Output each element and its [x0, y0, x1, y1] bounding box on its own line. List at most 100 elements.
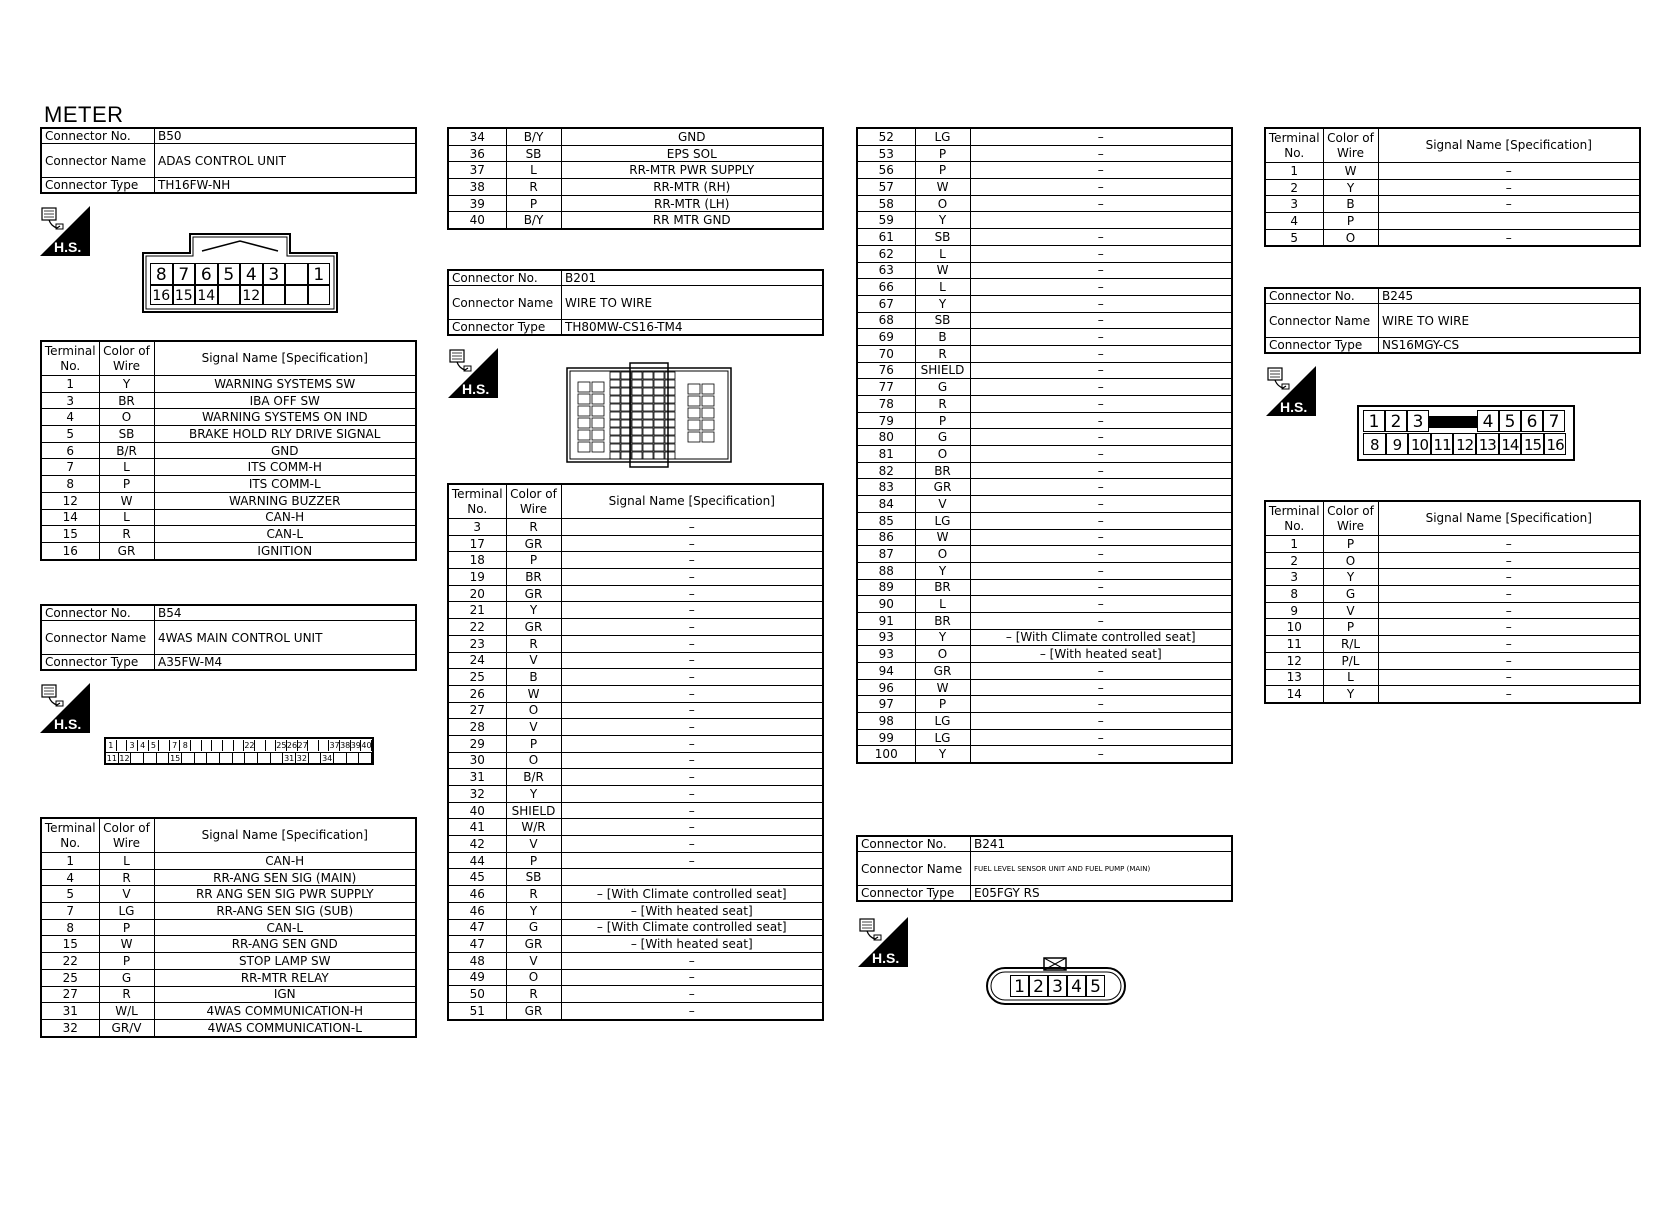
terminal-no: 59 [856, 211, 916, 230]
signal-name: – [1377, 551, 1641, 570]
b201-connector-face [566, 362, 732, 468]
wire-color: O [505, 701, 562, 720]
wire-color: GR [505, 584, 562, 603]
wire-color: O [505, 751, 562, 770]
connector-pin [346, 752, 360, 763]
signal-name: BRAKE HOLD RLY DRIVE SIGNAL [153, 425, 417, 443]
b245-type: NS16MGY-CS [1378, 337, 1641, 354]
connector-pin: 16 [1543, 433, 1567, 455]
wire-color: L [1322, 668, 1379, 687]
signal-name: RR-MTR (LH) [560, 194, 824, 213]
signal-name: – [560, 785, 824, 803]
terminal-no: 67 [856, 294, 916, 313]
signal-name: – [560, 534, 824, 553]
wire-color: BR [914, 611, 971, 630]
signal-name: – [969, 678, 1233, 697]
connector-pin: 9 [1385, 433, 1409, 455]
wire-color: L [914, 278, 971, 296]
wire-color: P/L [1322, 651, 1379, 670]
signal-name: 4WAS COMMUNICATION-H [153, 1002, 417, 1020]
terminal-no: 7 [40, 902, 100, 920]
signal-name: – [969, 728, 1233, 747]
signal-name: – [969, 578, 1233, 597]
signal-name: WARNING SYSTEMS ON IND [153, 408, 417, 427]
connector-pin: 25 [276, 740, 287, 751]
label-no: Connector No. [1264, 287, 1379, 304]
terminal-no: 3 [1264, 195, 1324, 214]
signal-name: – [560, 851, 824, 870]
wire-color: P [914, 411, 971, 430]
terminal-no: 56 [856, 161, 916, 180]
signal-name: – [969, 712, 1233, 730]
signal-name: – [1377, 178, 1641, 197]
signal-name: – [969, 161, 1233, 180]
terminal-no: 58 [856, 194, 916, 213]
terminal-no: 61 [856, 228, 916, 246]
signal-name: STOP LAMP SW [153, 952, 417, 970]
terminal-no: 98 [856, 712, 916, 730]
signal-name: ITS COMM-H [153, 458, 417, 477]
connector-pin [223, 740, 234, 751]
connector-pin: 11 [106, 752, 119, 763]
wire-color: Y [914, 561, 971, 580]
wire-color: P [1322, 212, 1379, 230]
header-terminal: Terminal No. [40, 817, 100, 853]
wire-color: Y [1322, 178, 1379, 197]
connector-pin [319, 740, 330, 751]
terminal-no: 4 [40, 408, 100, 427]
terminal-no: 76 [856, 361, 916, 380]
terminal-no: 3 [1264, 568, 1324, 587]
wire-color: Y [505, 601, 562, 620]
terminal-no: 25 [447, 668, 507, 686]
connector-pin [255, 740, 266, 751]
signal-name: – [969, 511, 1233, 530]
connector-pin [156, 752, 170, 763]
terminal-no: 40 [447, 211, 507, 230]
signal-name: – [560, 835, 824, 853]
header-terminal: Terminal No. [1264, 127, 1324, 163]
connector-pin [202, 740, 213, 751]
connector-pin: 12 [118, 752, 132, 763]
signal-name: – [560, 734, 824, 753]
terminal-no: 20 [447, 584, 507, 603]
wire-color: GR [505, 935, 562, 953]
terminal-no: 91 [856, 611, 916, 630]
signal-name: – [969, 178, 1233, 196]
connector-pin: 7 [170, 740, 181, 751]
wire-color: GR [505, 618, 562, 636]
connector-pin: 38 [340, 740, 351, 751]
wire-color: G [1322, 585, 1379, 603]
terminal-no: 1 [1264, 162, 1324, 180]
header-color: Color of Wire [98, 817, 155, 853]
b50-name: ADAS CONTROL UNIT [154, 143, 417, 178]
connector-pin [307, 285, 330, 305]
connector-pin [245, 752, 258, 763]
signal-name: – [969, 495, 1233, 513]
terminal-no: 13 [1264, 668, 1324, 687]
signal-name: – [With Climate controlled seat] [560, 885, 824, 903]
wire-color: SB [505, 868, 562, 887]
signal-name: CAN-L [153, 525, 417, 543]
terminal-no: 31 [40, 1002, 100, 1020]
terminal-no: 8 [40, 475, 100, 493]
connector-pin [144, 752, 157, 763]
